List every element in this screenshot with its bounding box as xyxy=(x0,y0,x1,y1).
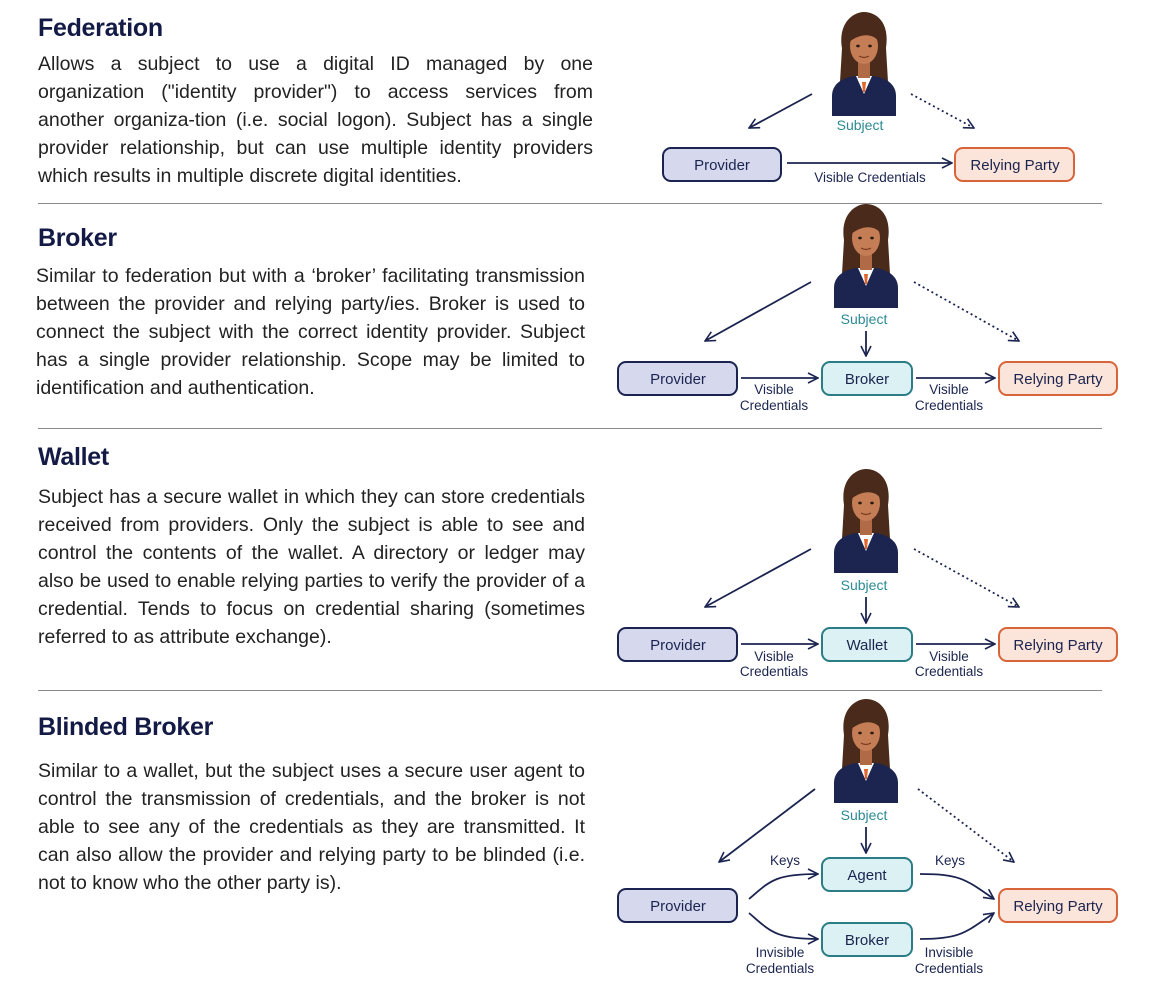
federation-diagram: Subject Provider Relying Party Visible C… xyxy=(662,12,1075,185)
edge-label: Visible Credentials xyxy=(814,170,926,185)
wallet-label: Wallet xyxy=(846,637,888,654)
subject-to-relying-dotted-arrow xyxy=(913,548,1019,607)
blinded-broker-diagram: Subject Provider Agent Broker Relying Pa… xyxy=(617,699,1118,976)
broker-section: Broker Similar to federation but with a … xyxy=(0,204,1156,428)
relying-party-node xyxy=(998,888,1118,923)
provider-label: Provider xyxy=(694,157,750,174)
subject-person-icon xyxy=(832,12,896,116)
section-description: Subject has a secure wallet in which the… xyxy=(38,486,585,648)
section-description: Similar to a wallet, but the subject use… xyxy=(38,760,585,894)
left-edge-label-line2: Credentials xyxy=(740,664,809,679)
provider-label: Provider xyxy=(650,637,706,654)
section-divider xyxy=(38,690,1102,691)
broker-node xyxy=(821,361,913,396)
agent-label: Agent xyxy=(847,867,887,884)
relying-party-label: Relying Party xyxy=(1013,371,1103,388)
provider-to-broker-arrow xyxy=(748,912,818,939)
invisible-right-line1: Invisible xyxy=(925,945,974,960)
invisible-left-line2: Credentials xyxy=(746,961,815,976)
subject-to-relying-dotted-arrow xyxy=(913,281,1019,341)
federation-section: Federation Allows a subject to use a dig… xyxy=(0,0,1156,204)
subject-to-provider-arrow xyxy=(705,281,812,341)
section-title: Wallet xyxy=(38,443,109,471)
blinded-broker-section: Blinded Broker Similar to a wallet, but … xyxy=(0,691,1156,984)
provider-node xyxy=(662,147,782,182)
right-edge-label-line1: Visible xyxy=(929,649,969,664)
agent-to-relying-arrow xyxy=(919,873,994,899)
relying-party-label: Relying Party xyxy=(970,157,1060,174)
provider-node xyxy=(617,361,738,396)
subject-label: Subject xyxy=(841,807,888,823)
subject-label: Subject xyxy=(841,311,888,327)
broker-diagram: Subject Provider Broker Relying Party Vi… xyxy=(617,204,1118,413)
subject-to-relying-dotted-arrow xyxy=(910,93,974,128)
subject-label: Subject xyxy=(841,577,888,593)
broker-label: Broker xyxy=(845,371,889,388)
wallet-diagram: Subject Provider Wallet Relying Party Vi… xyxy=(617,469,1118,679)
wallet-node xyxy=(821,627,913,662)
subject-person-icon xyxy=(834,469,898,573)
left-edge-label-line1: Visible xyxy=(754,649,794,664)
broker-label: Broker xyxy=(845,932,889,949)
agent-node xyxy=(821,857,913,892)
section-description: Allows a subject to use a digital ID man… xyxy=(38,53,593,187)
provider-node xyxy=(617,888,738,923)
section-divider xyxy=(38,203,1102,204)
provider-label: Provider xyxy=(650,371,706,388)
provider-node xyxy=(617,627,738,662)
section-title: Broker xyxy=(38,224,117,252)
section-description: Similar to federation but with a ‘broker… xyxy=(36,265,585,399)
right-edge-label-line2: Credentials xyxy=(915,398,984,413)
subject-person-icon xyxy=(834,699,898,803)
relying-party-label: Relying Party xyxy=(1013,898,1103,915)
subject-to-provider-arrow xyxy=(705,548,812,607)
relying-party-node xyxy=(998,627,1118,662)
invisible-left-line1: Invisible xyxy=(756,945,805,960)
subject-label: Subject xyxy=(837,117,884,133)
subject-to-provider-arrow xyxy=(749,93,813,128)
subject-person-icon xyxy=(834,204,898,308)
keys-left-label: Keys xyxy=(770,853,800,868)
subject-to-relying-dotted-arrow xyxy=(917,788,1014,862)
relying-party-node xyxy=(954,147,1075,182)
left-edge-label-line2: Credentials xyxy=(740,398,809,413)
subject-to-provider-arrow xyxy=(719,788,816,862)
right-edge-label-line1: Visible xyxy=(929,382,969,397)
wallet-section: Wallet Subject has a secure wallet in wh… xyxy=(0,429,1156,691)
relying-party-label: Relying Party xyxy=(1013,637,1103,654)
keys-right-label: Keys xyxy=(935,853,965,868)
broker-to-relying-arrow xyxy=(919,913,994,940)
section-title: Blinded Broker xyxy=(38,713,213,741)
broker-node xyxy=(821,922,913,957)
section-title: Federation xyxy=(38,14,163,42)
provider-label: Provider xyxy=(650,898,706,915)
relying-party-node xyxy=(998,361,1118,396)
provider-to-agent-arrow xyxy=(748,874,818,900)
invisible-right-line2: Credentials xyxy=(915,961,984,976)
section-divider xyxy=(38,428,1102,429)
right-edge-label-line2: Credentials xyxy=(915,664,984,679)
left-edge-label-line1: Visible xyxy=(754,382,794,397)
